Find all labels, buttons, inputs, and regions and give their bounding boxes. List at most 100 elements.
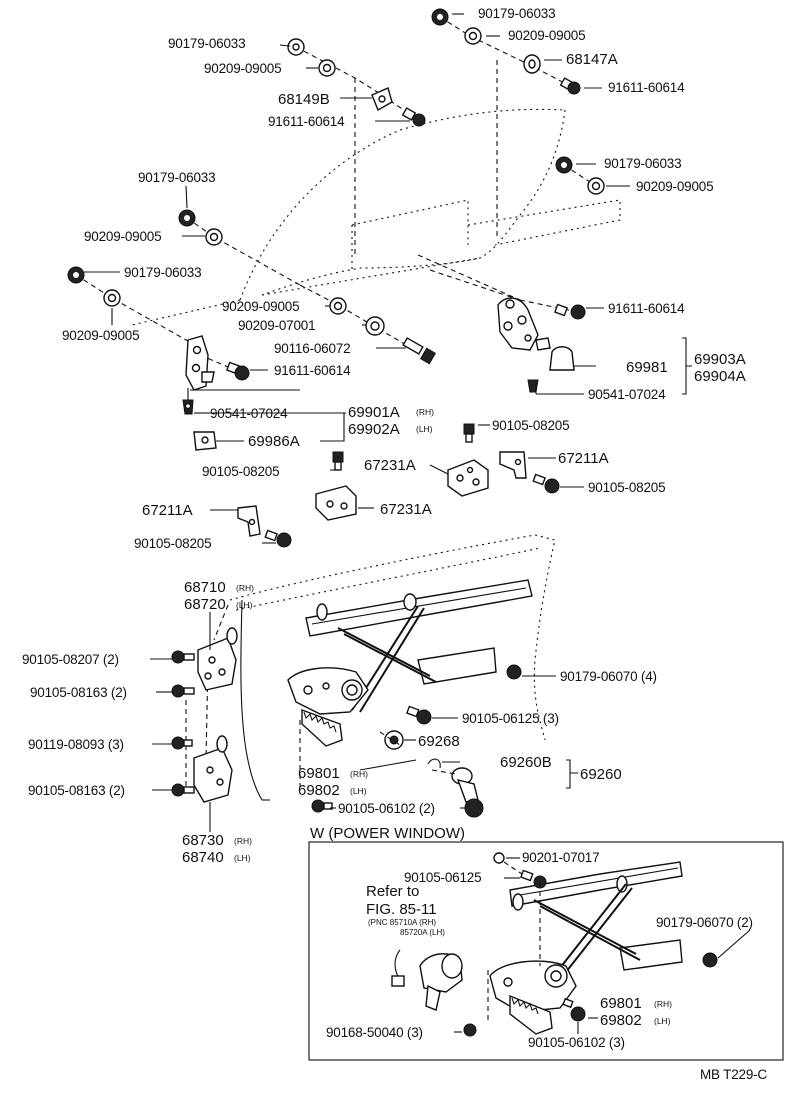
label-69904a: 69904A: [694, 368, 746, 385]
label-69260b: 69260B: [500, 754, 552, 771]
label-90105-08207: 90105-08207 (2): [22, 652, 119, 667]
label-68730: 68730: [182, 832, 224, 849]
washer-90179-c: [555, 156, 573, 174]
label-90179-06033-b: 90179-06033: [168, 36, 245, 51]
label-90105-08163-a: 90105-08163 (2): [30, 685, 127, 700]
label-90168-50040: 90168-50040 (3): [326, 1025, 423, 1040]
bolt-90105-08205-d: [264, 529, 292, 548]
hinge-68730: [193, 735, 233, 803]
washer-69268: [384, 730, 404, 750]
label-90119-08093: 90119-08093 (3): [28, 737, 124, 752]
label-69801-side: (RH): [350, 769, 368, 779]
regulator-leaders: [299, 720, 457, 790]
label-90105-08205-b: 90105-08205: [202, 464, 279, 479]
stabilizer-69901a: [185, 335, 215, 391]
crank-handle-69260: [451, 767, 484, 818]
cushion-69981: [549, 346, 575, 371]
label-67211a-a: 67211A: [558, 450, 609, 467]
bolt-90116: [402, 337, 437, 365]
bolt-90105-06102-a: [311, 799, 333, 813]
label-90105-06102-a: 90105-06102 (2): [338, 801, 435, 816]
label-91611-60614-c: 91611-60614: [274, 363, 351, 378]
label-67231a-a: 67231A: [364, 457, 416, 474]
power-window-box: [308, 841, 784, 1061]
washer-90209-d: [205, 228, 223, 246]
bracket-68147a: [523, 54, 541, 74]
washer-90179-e: [67, 266, 85, 284]
washer-90209-b: [464, 27, 482, 45]
label-90541-07024-a: 90541-07024: [588, 387, 666, 402]
bolt-90119: [171, 736, 193, 750]
window-regulator-power: [489, 861, 683, 1035]
label-91611-60614-a: 91611-60614: [608, 80, 685, 95]
label-68720-side: (LH): [236, 600, 253, 610]
label-90209-09005-c: 90209-09005: [84, 229, 161, 244]
label-68740-side: (LH): [234, 853, 251, 863]
label-90209-09005-e: 90209-09005: [222, 299, 299, 314]
bolt-90105-08207: [171, 650, 195, 664]
label-90105-08205-a: 90105-08205: [492, 418, 569, 433]
leader-lines-top: [75, 16, 597, 373]
label-69902a: 69902A: [348, 421, 400, 438]
label-90179-06070: 90179-06070 (4): [560, 669, 657, 684]
bolt-91611-c: [554, 303, 586, 320]
label-90209-09005-d: 90209-09005: [636, 179, 713, 194]
label-69981: 69981: [626, 359, 668, 376]
bracket-68149b: [371, 87, 393, 112]
label-68710: 68710: [184, 579, 226, 596]
label-90209-09005-a: 90209-09005: [508, 28, 585, 43]
bolt-91611-a: [559, 77, 581, 95]
bolt-90105-08163-a: [171, 684, 195, 698]
label-90105-06125: 90105-06125 (3): [462, 711, 559, 726]
bolt-90105-08205-a: [463, 423, 475, 443]
washer-90179-d: [178, 209, 196, 227]
label-90105-08163-b: 90105-08163 (2): [28, 783, 125, 798]
label-91611-60614-b: 91611-60614: [268, 114, 345, 129]
label-90541-07024-b: 90541-07024: [210, 406, 288, 421]
cushion-69986a: [193, 431, 217, 451]
label-69801: 69801: [298, 765, 340, 782]
label-69802-b-side: (LH): [654, 1016, 671, 1026]
label-90209-07001: 90209-07001: [238, 318, 315, 333]
bracket-67211a-a: [499, 451, 527, 479]
washer-90209-f: [329, 297, 347, 315]
label-67231a-b: 67231A: [380, 501, 432, 518]
label-69801-b: 69801: [600, 995, 642, 1012]
washer-90209-a: [318, 59, 336, 77]
washer-90201: [493, 852, 505, 864]
label-69802-side: (LH): [350, 786, 367, 796]
washer-90209-e: [103, 289, 121, 307]
label-90105-06125-b: 90105-06125: [404, 870, 481, 885]
label-90209-09005-b: 90209-09005: [204, 61, 281, 76]
bolt-90105-08205-c: [532, 473, 560, 494]
label-69902a-side: (LH): [416, 424, 433, 434]
power-leaders: [487, 861, 541, 1024]
bolt-90179-06070: [506, 664, 522, 680]
label-90116-06072: 90116-06072: [274, 341, 350, 356]
bolt-90179-06070-b: [702, 952, 718, 968]
label-68710-side: (RH): [236, 583, 254, 593]
label-67211a-b: 67211A: [142, 502, 193, 519]
label-69802: 69802: [298, 782, 340, 799]
label-90179-06070-b: 90179-06070 (2): [656, 915, 753, 930]
label-91611-60614-d: 91611-60614: [608, 301, 685, 316]
label-90105-08205-d: 90105-08205: [134, 536, 211, 551]
washer-90209-07001: [365, 316, 385, 336]
label-90105-08205-c: 90105-08205: [588, 480, 665, 495]
bolt-90105-08205-b: [332, 451, 344, 471]
label-68720: 68720: [184, 596, 226, 613]
label-69801-b-side: (RH): [654, 999, 672, 1009]
bolt-90105-06125-a: [406, 705, 432, 725]
label-pnc-ref: (PNC 85710A (RH): [368, 918, 436, 927]
hinge-68710: [197, 627, 238, 691]
label-69802-b: 69802: [600, 1012, 642, 1029]
label-90179-06033-a: 90179-06033: [478, 6, 555, 21]
motor: [391, 949, 463, 1011]
bolt-91611-d: [226, 361, 250, 381]
label-69901a-side: (RH): [416, 407, 434, 417]
washer-90179-b: [431, 8, 449, 26]
stabilizer-69903a: [497, 297, 551, 351]
label-90179-06033-c: 90179-06033: [138, 170, 215, 185]
label-68730-side: (RH): [234, 836, 252, 846]
